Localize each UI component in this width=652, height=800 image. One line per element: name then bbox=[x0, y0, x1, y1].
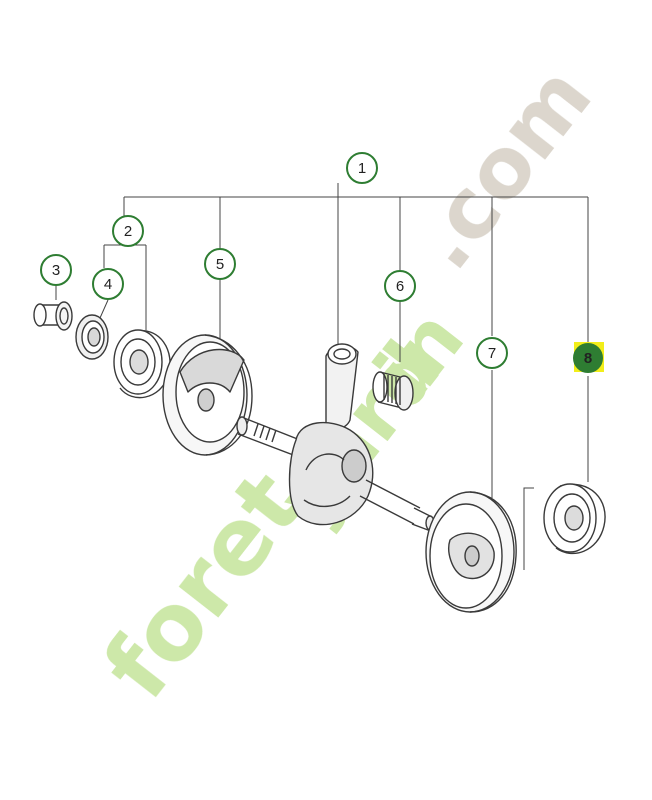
callout-7-circle bbox=[476, 337, 508, 369]
parts bbox=[33, 301, 606, 613]
connecting-rod-small-end bbox=[327, 343, 357, 365]
sleeve-bore bbox=[59, 307, 69, 325]
callout-5[interactable]: 5 bbox=[204, 248, 236, 280]
connecting-rod-small-end-bore bbox=[333, 348, 351, 360]
needle-bearing-end-left bbox=[372, 371, 388, 403]
needle-bearing-end-right bbox=[394, 375, 414, 411]
flywheel-5-hub bbox=[197, 388, 215, 412]
callout-1-circle bbox=[346, 152, 378, 184]
callout-1[interactable]: 1 bbox=[346, 152, 378, 184]
crankshaft-right-shaft bbox=[359, 479, 421, 525]
callout-6-label: 6 bbox=[396, 278, 404, 295]
bearing-8-race bbox=[553, 493, 591, 543]
callout-8-label: 8 bbox=[584, 350, 592, 367]
bearing-8-shell bbox=[555, 483, 606, 555]
watermark-text-com: .com bbox=[394, 48, 611, 287]
crank-web-detail bbox=[303, 453, 351, 507]
callout-5-label: 5 bbox=[216, 256, 224, 273]
callout-3-circle bbox=[40, 254, 72, 286]
callouts: 1 2 3 4 5 6 7 8 bbox=[40, 152, 604, 373]
callout-8-circle bbox=[573, 343, 603, 373]
flywheel-5-rim-edge bbox=[204, 334, 253, 456]
bearing-8-bore bbox=[564, 505, 584, 531]
callout-3-label: 3 bbox=[52, 262, 60, 279]
needle-bearing-rollers bbox=[383, 374, 401, 405]
leader-line-7-8-bracket bbox=[523, 487, 534, 570]
leader-line-4 bbox=[99, 299, 109, 319]
sleeve-end-left bbox=[33, 303, 47, 327]
callout-7[interactable]: 7 bbox=[476, 337, 508, 369]
flywheel-5-counterweight bbox=[179, 348, 245, 393]
callout-4[interactable]: 4 bbox=[92, 268, 124, 300]
callout-5-circle bbox=[204, 248, 236, 280]
callout-7-label: 7 bbox=[488, 345, 496, 362]
crank-pin bbox=[341, 449, 367, 483]
callout-2-label: 2 bbox=[124, 223, 132, 240]
callout-4-label: 4 bbox=[104, 276, 112, 293]
crankshaft-left-shaft-end bbox=[236, 416, 248, 436]
part-seal-4 bbox=[75, 314, 109, 360]
callout-1-label: 1 bbox=[358, 160, 366, 177]
bearing-2-race bbox=[120, 338, 156, 386]
seal-inner bbox=[87, 327, 101, 347]
callout-3[interactable]: 3 bbox=[40, 254, 72, 286]
crank-web-front bbox=[288, 421, 374, 526]
flywheel-7-rim-edge bbox=[469, 491, 517, 613]
crankshaft-left-threads bbox=[253, 423, 277, 443]
part-flywheel-5 bbox=[162, 334, 253, 456]
flywheel-7-hub bbox=[464, 545, 480, 567]
bearing-2-bore bbox=[129, 349, 149, 375]
crankshaft-left-shaft bbox=[237, 417, 301, 457]
part-flywheel-7 bbox=[425, 491, 517, 613]
callout-2-circle bbox=[112, 215, 144, 247]
callout-8[interactable]: 8 bbox=[573, 342, 604, 373]
callout-4-circle bbox=[92, 268, 124, 300]
part-sleeve-3 bbox=[33, 301, 73, 331]
callout-6[interactable]: 6 bbox=[384, 270, 416, 302]
part-bearing-2 bbox=[113, 329, 171, 399]
callout-2[interactable]: 2 bbox=[112, 215, 144, 247]
leader-lines bbox=[55, 183, 589, 570]
part-bearing-8 bbox=[543, 483, 606, 555]
sleeve-end-right bbox=[55, 301, 73, 331]
part-needle-bearing-6 bbox=[372, 371, 414, 411]
callout-6-circle bbox=[384, 270, 416, 302]
part-crankshaft-1 bbox=[236, 343, 435, 531]
